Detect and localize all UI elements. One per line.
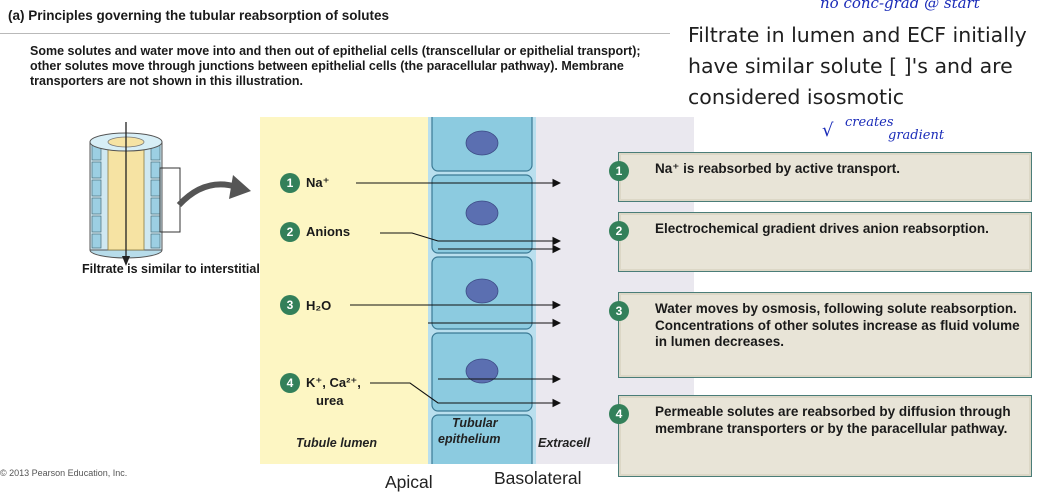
solute-1-number-badge: 1 xyxy=(280,173,300,193)
solute-1-label: Na⁺ xyxy=(306,175,330,190)
tubular-label: Tubular xyxy=(452,416,498,430)
solute-paracellular-arrow xyxy=(370,382,562,408)
callout-2-text: Electrochemical gradient drives anion re… xyxy=(655,221,989,236)
callout-3: 3 Water moves by osmosis, following solu… xyxy=(609,292,1032,378)
callout-2-number-badge: 2 xyxy=(609,221,629,241)
anion-paracellular-arrow xyxy=(380,232,562,246)
cell-nucleus xyxy=(465,200,499,226)
callout-2: 2 Electrochemical gradient drives anion … xyxy=(609,212,1032,272)
basolateral-label: Basolateral xyxy=(494,468,582,488)
copyright-notice: © 2013 Pearson Education, Inc. xyxy=(0,468,128,478)
cell-nucleus xyxy=(465,130,499,156)
callout-3-number-badge: 3 xyxy=(609,301,629,321)
epithelium-label: epithelium xyxy=(438,432,501,446)
solute-3-number-badge: 3 xyxy=(280,295,300,315)
cell-nucleus xyxy=(465,358,499,384)
epithelial-cell xyxy=(431,414,533,464)
solute-3-label: H₂O xyxy=(306,298,332,313)
callout-4: 4 Permeable solutes are reabsorbed by di… xyxy=(609,395,1032,477)
figure-heading: (a) Principles governing the tubular rea… xyxy=(8,8,390,23)
apical-label: Apical xyxy=(385,472,433,492)
filtrate-note: Filtrate is similar to interstitial flui… xyxy=(82,262,294,276)
solute-2-label: Anions xyxy=(306,224,351,239)
heading-divider xyxy=(0,33,670,34)
handwritten-gradient-note: gradient xyxy=(888,128,945,143)
transport-arrows xyxy=(350,178,562,408)
solute-4-label-line1: K⁺, Ca²⁺, xyxy=(306,375,361,390)
solute-4-label-line2: urea xyxy=(316,393,344,408)
handwritten-no-gradient-note: no conc-grad @ start xyxy=(820,0,980,12)
solute-4-number-badge: 4 xyxy=(280,373,300,393)
intro-paragraph: Some solutes and water move into and the… xyxy=(30,44,641,88)
extracellular-label: Extracell xyxy=(538,436,591,450)
tubule-lumen-label: Tubule lumen xyxy=(296,436,378,450)
callout-1-text: Na⁺ is reabsorbed by active transport. xyxy=(655,161,900,176)
handwritten-creates-note: creates xyxy=(845,115,894,130)
handwritten-check-mark: √ xyxy=(822,120,834,141)
callout-4-number-badge: 4 xyxy=(609,404,629,424)
callout-1-number-badge: 1 xyxy=(609,161,629,181)
solute-2-number-badge: 2 xyxy=(280,222,300,242)
callout-1: 1 Na⁺ is reabsorbed by active transport. xyxy=(609,152,1032,202)
curved-arrow-icon xyxy=(176,175,251,208)
cell-nucleus xyxy=(465,278,499,304)
isosmotic-note: Filtrate in lumen and ECF initially have… xyxy=(688,23,1027,109)
tubular-epithelium xyxy=(428,117,536,464)
tubule-icon xyxy=(89,122,181,266)
callout-4-text: Permeable solutes are reabsorbed by diff… xyxy=(655,404,1011,436)
callout-3-text: Water moves by osmosis, following solute… xyxy=(655,301,1020,349)
